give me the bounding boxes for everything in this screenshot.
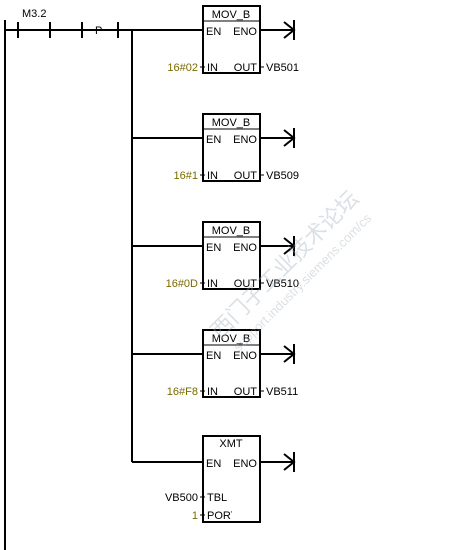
mov-out-pin: OUT — [234, 170, 258, 182]
xmt-tbl-pin: TBL — [207, 492, 227, 504]
mov-in-operand[interactable]: 16#F8 — [167, 386, 198, 398]
mov-box-frame — [202, 113, 261, 182]
mov-out-pin: OUT — [234, 278, 258, 290]
mov-b-box[interactable]: MOV_B EN ENO IN OUT 16#0D VB510 — [132, 221, 299, 290]
mov-out-pin: OUT — [234, 386, 258, 398]
xmt-en-label: EN — [206, 458, 221, 470]
xmt-port-pin-clip: PORT — [207, 510, 238, 522]
mov-out-operand[interactable]: VB509 — [266, 170, 299, 182]
positive-edge-p[interactable]: P — [82, 22, 119, 38]
mov-in-pin: IN — [207, 386, 218, 398]
contact-label: M3.2 — [22, 8, 46, 20]
mov-in-pin: IN — [207, 278, 218, 290]
xmt-tbl-operand[interactable]: VB500 — [165, 492, 198, 504]
mov-eno-label: ENO — [233, 26, 257, 38]
mov-in-operand[interactable]: 16#0D — [166, 278, 198, 290]
mov-title: MOV_B — [212, 117, 251, 129]
mov-box-frame — [202, 221, 261, 290]
mov-b-box[interactable]: MOV_B EN ENO IN OUT 16#02 VB501 — [167, 5, 299, 74]
contact-m3-2[interactable]: M3.2 — [17, 8, 83, 38]
xmt-box[interactable]: XMT EN ENO TBL VB500 PORT 1 — [132, 435, 296, 523]
mov-eno-label: ENO — [233, 242, 257, 254]
xmt-box-frame — [202, 435, 261, 523]
mov-en-label: EN — [206, 26, 221, 38]
edge-label: P — [95, 25, 102, 37]
mov-out-operand[interactable]: VB510 — [266, 278, 299, 290]
xmt-title: XMT — [219, 438, 243, 450]
mov-in-pin: IN — [207, 62, 218, 74]
mov-title: MOV_B — [212, 333, 251, 345]
mov-b-box[interactable]: MOV_B EN ENO IN OUT 16#F8 VB511 — [132, 329, 298, 398]
xmt-port-pin: PORT — [207, 510, 238, 522]
mov-in-pin: IN — [207, 170, 218, 182]
mov-out-operand[interactable]: VB501 — [266, 62, 299, 74]
mov-eno-label: ENO — [233, 350, 257, 362]
xmt-port-operand[interactable]: 1 — [192, 510, 198, 522]
mov-en-label: EN — [206, 350, 221, 362]
mov-out-pin: OUT — [234, 62, 258, 74]
mov-en-label: EN — [206, 242, 221, 254]
mov-title: MOV_B — [212, 9, 251, 21]
mov-out-operand[interactable]: VB511 — [266, 386, 298, 398]
mov-eno-label: ENO — [233, 134, 257, 146]
mov-title: MOV_B — [212, 225, 251, 237]
mov-box-frame — [202, 5, 261, 74]
mov-in-operand[interactable]: 16#02 — [167, 62, 198, 74]
mov-in-operand[interactable]: 16#1 — [174, 170, 198, 182]
xmt-eno-label: ENO — [233, 458, 257, 470]
mov-b-box[interactable]: MOV_B EN ENO IN OUT 16#1 VB509 — [132, 113, 299, 182]
mov-en-label: EN — [206, 134, 221, 146]
mov-box-frame — [202, 329, 261, 398]
